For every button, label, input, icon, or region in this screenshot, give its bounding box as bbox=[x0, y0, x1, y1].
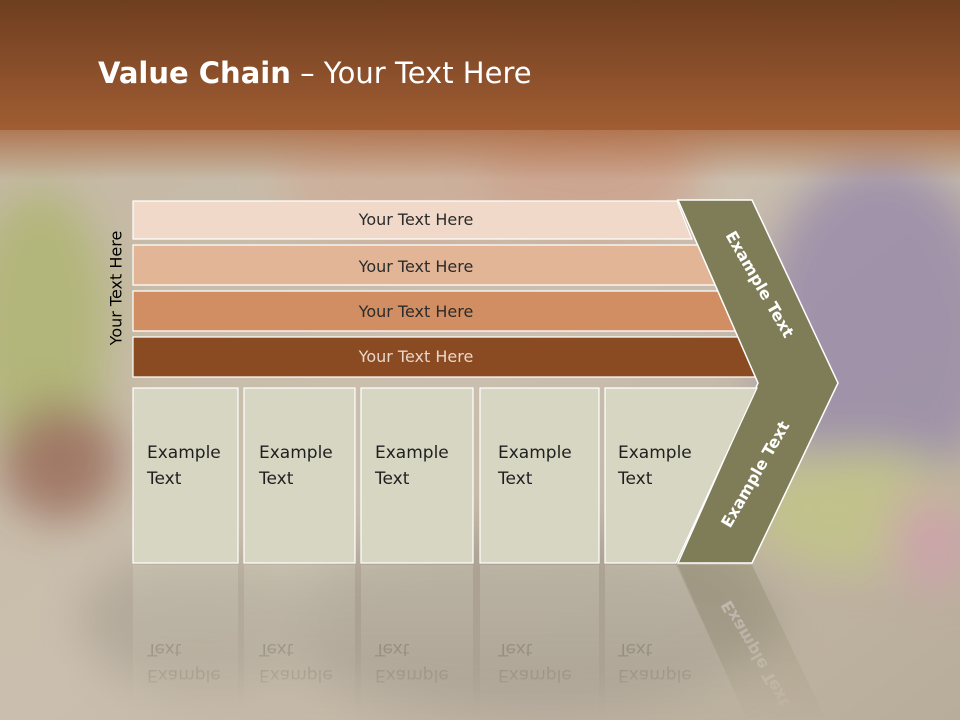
svg-text:Example: Example bbox=[147, 665, 221, 685]
svg-text:Example: Example bbox=[259, 665, 333, 685]
support-bar-1 bbox=[132, 200, 693, 240]
primary-activities: Example Text Example Text Example Text E… bbox=[132, 387, 758, 564]
svg-text:Text: Text bbox=[617, 639, 653, 659]
svg-text:Example: Example bbox=[375, 665, 449, 685]
support-label-1: Your Text Here bbox=[358, 210, 474, 229]
svg-text:Text: Text bbox=[497, 639, 533, 659]
title-bar bbox=[0, 0, 960, 130]
page-title: Value Chain – Your Text Here bbox=[98, 56, 532, 90]
primary-box-2 bbox=[243, 387, 356, 564]
primary-box-3 bbox=[360, 387, 474, 564]
support-label-3: Your Text Here bbox=[358, 302, 474, 321]
title-bold: Value Chain bbox=[98, 56, 291, 90]
svg-text:Text: Text bbox=[146, 639, 182, 659]
primary-label-2a: Example bbox=[259, 443, 333, 463]
primary-label-3a: Example bbox=[375, 443, 449, 463]
primary-label-1a: Example bbox=[147, 443, 221, 463]
primary-box-5 bbox=[604, 387, 758, 564]
primary-label-3b: Text bbox=[374, 469, 410, 489]
primary-box-1 bbox=[132, 387, 239, 564]
title-rest: – Your Text Here bbox=[290, 56, 532, 90]
svg-text:Example: Example bbox=[498, 665, 572, 685]
primary-box-4 bbox=[479, 387, 600, 564]
primary-label-4b: Text bbox=[497, 469, 533, 489]
margin-chevron bbox=[676, 199, 839, 564]
support-label-2: Your Text Here bbox=[358, 257, 474, 276]
primary-label-1b: Text bbox=[146, 469, 182, 489]
primary-label-5a: Example bbox=[618, 443, 692, 463]
primary-label-2b: Text bbox=[258, 469, 294, 489]
primary-label-5b: Text bbox=[617, 469, 653, 489]
primary-label-4a: Example bbox=[498, 443, 572, 463]
svg-text:Example: Example bbox=[618, 665, 692, 685]
svg-text:Text: Text bbox=[374, 639, 410, 659]
reflection: Example Text Example Text Example Text E… bbox=[133, 565, 827, 720]
support-label-4: Your Text Here bbox=[358, 347, 474, 366]
svg-text:Text: Text bbox=[258, 639, 294, 659]
